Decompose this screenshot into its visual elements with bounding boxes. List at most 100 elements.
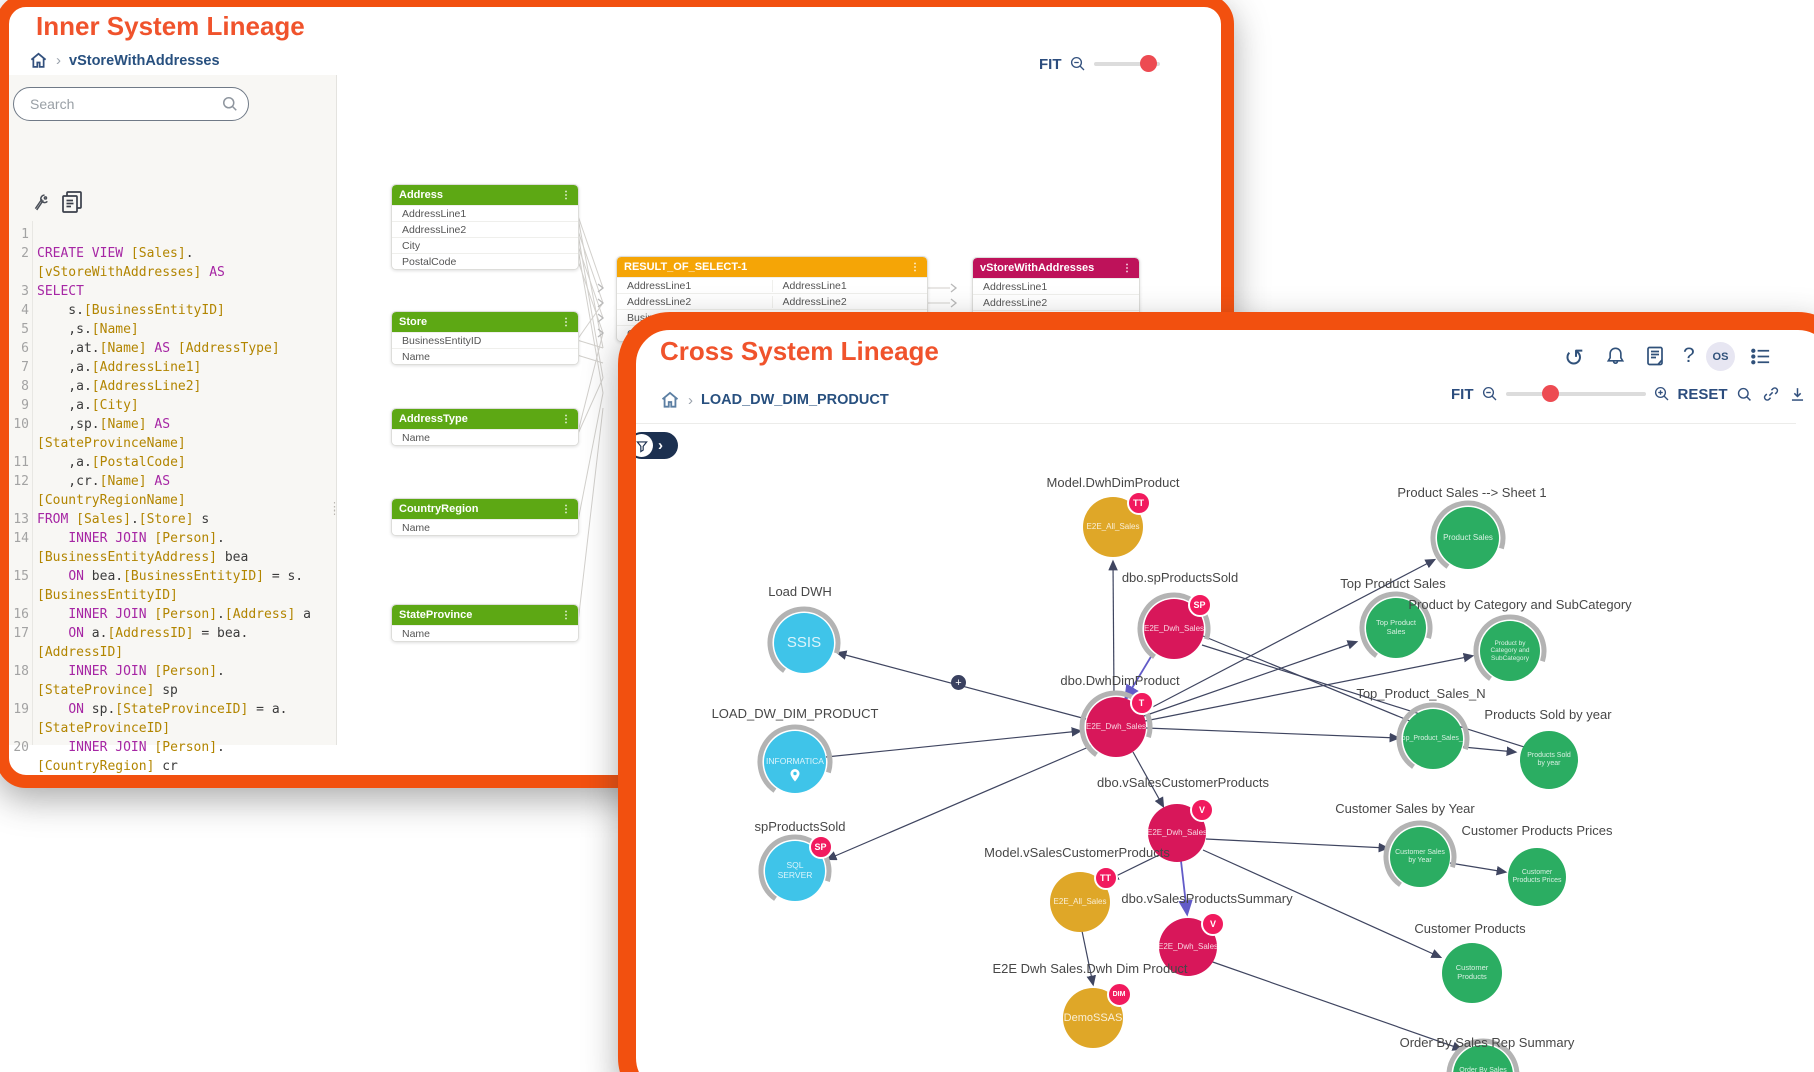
node-customer-sales-by-year[interactable]: Customer Sales by Year	[1390, 827, 1450, 887]
home-icon[interactable]	[660, 390, 680, 410]
table-menu-icon[interactable]: ⋮	[561, 413, 571, 425]
node-customer-products[interactable]: Customer Products	[1442, 943, 1502, 1003]
filter-funnel-icon[interactable]	[636, 434, 653, 457]
wrench-icon[interactable]	[31, 191, 52, 214]
table-row[interactable]: AddressLine1	[973, 278, 1139, 294]
node-inner-label: DemoSSAS	[1063, 1011, 1123, 1024]
table-row[interactable]: BusinessEntityID	[392, 332, 578, 348]
table-menu-icon[interactable]: ⋮	[561, 189, 571, 201]
search-icon[interactable]	[220, 94, 240, 114]
node-informatica[interactable]: INFORMATICA	[764, 731, 826, 793]
link-icon[interactable]	[1761, 384, 1781, 404]
history-icon[interactable]: ↺	[1564, 344, 1585, 372]
node-product-sales[interactable]: Product Sales	[1437, 507, 1499, 569]
column-name: AddressLine1	[402, 207, 467, 220]
zoom-in-icon[interactable]	[1653, 385, 1671, 403]
code-line: [CountryRegion] cr	[37, 759, 178, 774]
node-customer-products-prices[interactable]: Customer Products Prices	[1508, 848, 1566, 906]
table-menu-icon[interactable]: ⋮	[561, 316, 571, 328]
zoom-out-icon[interactable]	[1069, 55, 1087, 73]
search-icon[interactable]	[1735, 385, 1754, 404]
fit-button[interactable]: FIT	[1451, 385, 1474, 403]
zoom-slider[interactable]	[1505, 385, 1646, 402]
code-line: [AddressID]	[37, 645, 124, 660]
copy-icon[interactable]	[59, 189, 85, 215]
edge-expand-button[interactable]: +	[951, 675, 966, 690]
table-row[interactable]: PostalCode	[392, 253, 578, 269]
node-inner-label: Customer Products	[1455, 963, 1489, 981]
node-type-badge: SP	[808, 835, 833, 859]
download-icon[interactable]	[1788, 385, 1807, 404]
code-line: [BusinessEntityAddress] bea	[37, 550, 249, 565]
breadcrumb-current[interactable]: LOAD_DW_DIM_PRODUCT	[701, 392, 889, 408]
zoom-slider[interactable]	[1093, 55, 1160, 72]
search-input[interactable]	[28, 95, 220, 113]
breadcrumb-current[interactable]: vStoreWithAddresses	[69, 52, 220, 69]
notifications-icon[interactable]	[1604, 345, 1627, 368]
notes-icon[interactable]	[1643, 344, 1667, 368]
node-inner-label: INFORMATICA	[766, 756, 824, 767]
table-title: CountryRegion	[399, 503, 479, 515]
table-title: Store	[399, 316, 428, 328]
panel-resize-handle[interactable]: ⋮⋮	[329, 501, 340, 517]
node-inner-label: E2E_All_Sales	[1053, 897, 1107, 907]
node-type-badge: SP	[1187, 593, 1212, 617]
node-ssis[interactable]: SSIS	[774, 613, 834, 673]
node-inner-label: E2E_All_Sales	[1086, 522, 1140, 532]
code-line: 10 ,sp.[Name] AS	[13, 417, 171, 432]
table-menu-icon[interactable]: ⋮	[561, 503, 571, 515]
node-top-product-sales[interactable]: Top Product Sales	[1366, 598, 1426, 658]
zoom-slider-knob[interactable]	[1542, 385, 1560, 402]
help-icon[interactable]: ?	[1683, 344, 1695, 367]
table-row[interactable]: AddressLine1	[392, 205, 578, 221]
table-menu-icon[interactable]: ⋮	[1122, 262, 1132, 274]
table-row[interactable]: Name	[392, 429, 578, 445]
table-CountryRegion: CountryRegion ⋮ Name	[391, 498, 579, 536]
menu-list-icon[interactable]	[1748, 345, 1773, 368]
table-row[interactable]: AddressLine1 AddressLine1	[617, 277, 927, 293]
table-title: RESULT_OF_SELECT-1	[624, 261, 748, 273]
filter-panel-toggle[interactable]: ›	[636, 432, 678, 459]
avatar[interactable]: OS	[1706, 342, 1735, 371]
code-line: [vStoreWithAddresses] AS	[37, 265, 225, 280]
table-title: StateProvince	[399, 609, 473, 621]
node-label: Top_Product_Sales_N	[1356, 686, 1486, 701]
node-top-product-sales-n[interactable]: Top_Product_Sales_N	[1403, 709, 1463, 769]
code-line: [BusinessEntityID]	[37, 588, 178, 603]
table-row[interactable]: Name	[392, 625, 578, 641]
node-inner-label: E2E_Dwh_Sales	[1144, 624, 1204, 634]
column-name: AddressLine1	[627, 279, 692, 292]
code-line: 15 ON bea.[BusinessEntityID] = s.	[13, 569, 304, 584]
reset-button[interactable]: RESET	[1677, 385, 1728, 403]
toolbar-divider	[636, 423, 1796, 424]
column-name: Name	[402, 521, 431, 534]
table-row[interactable]: Name	[392, 348, 578, 364]
page-title: Inner System Lineage	[36, 11, 305, 41]
node-sqlserver[interactable]: SQL SERVER	[765, 841, 825, 901]
node-label: Products Sold by year	[1484, 707, 1612, 722]
table-row[interactable]: AddressLine2	[392, 221, 578, 237]
code-line: 12 ,cr.[Name] AS	[13, 474, 171, 489]
fit-button[interactable]: FIT	[1039, 55, 1062, 73]
table-row[interactable]: City	[392, 237, 578, 253]
table-menu-icon[interactable]: ⋮	[561, 609, 571, 621]
table-row[interactable]: AddressLine2	[973, 294, 1139, 310]
table-row[interactable]: Name	[392, 519, 578, 535]
home-icon[interactable]	[29, 51, 48, 70]
node-label: Customer Sales by Year	[1335, 801, 1475, 816]
zoom-out-icon[interactable]	[1481, 385, 1499, 403]
node-product-by-cat[interactable]: Product by Category and SubCategory	[1480, 621, 1540, 681]
code-line: 9 ,a.[City]	[21, 398, 139, 413]
node-products-sold-by-year[interactable]: Products Sold by year	[1520, 731, 1578, 789]
code-line: 17 ON a.[AddressID] = bea.	[13, 626, 249, 641]
zoom-slider-knob[interactable]	[1140, 55, 1158, 72]
node-inner-label: Product by Category and SubCategory	[1490, 639, 1530, 662]
code-line: [StateProvinceID]	[37, 721, 171, 736]
table-menu-icon[interactable]: ⋮	[910, 261, 920, 273]
column-name: AddressLine1	[771, 279, 928, 292]
